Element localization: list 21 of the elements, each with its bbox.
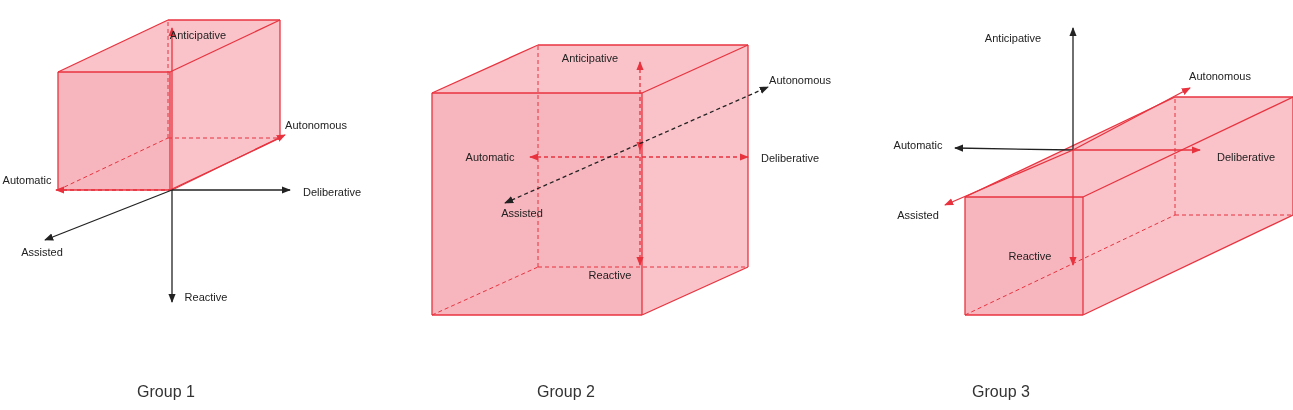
axis-label: Autonomous — [285, 118, 347, 132]
panel-caption: Group 2 — [537, 383, 595, 401]
axis-label: Autonomous — [1189, 69, 1251, 83]
panel-caption: Group 1 — [137, 383, 195, 401]
axis-label: Automatic — [465, 150, 515, 164]
axis-label: Assisted — [21, 245, 63, 259]
axis-label: Assisted — [501, 206, 543, 220]
axis-label: Reactive — [1008, 249, 1052, 263]
axis-label: Anticipative — [561, 51, 619, 65]
axis-label: Deliberative — [302, 185, 362, 199]
axis-label: Reactive — [184, 290, 228, 304]
axis-label: Automatic — [2, 173, 52, 187]
axis-label: Assisted — [897, 208, 939, 222]
axis-label: Deliberative — [1216, 150, 1276, 164]
axis-label: Autonomous — [769, 73, 831, 87]
panel-caption: Group 3 — [972, 383, 1030, 401]
axis-label: Automatic — [893, 138, 943, 152]
axis-label: Anticipative — [984, 31, 1042, 45]
axis-label: Deliberative — [760, 151, 820, 165]
axis-label: Reactive — [588, 268, 632, 282]
axis-label: Anticipative — [169, 28, 227, 42]
